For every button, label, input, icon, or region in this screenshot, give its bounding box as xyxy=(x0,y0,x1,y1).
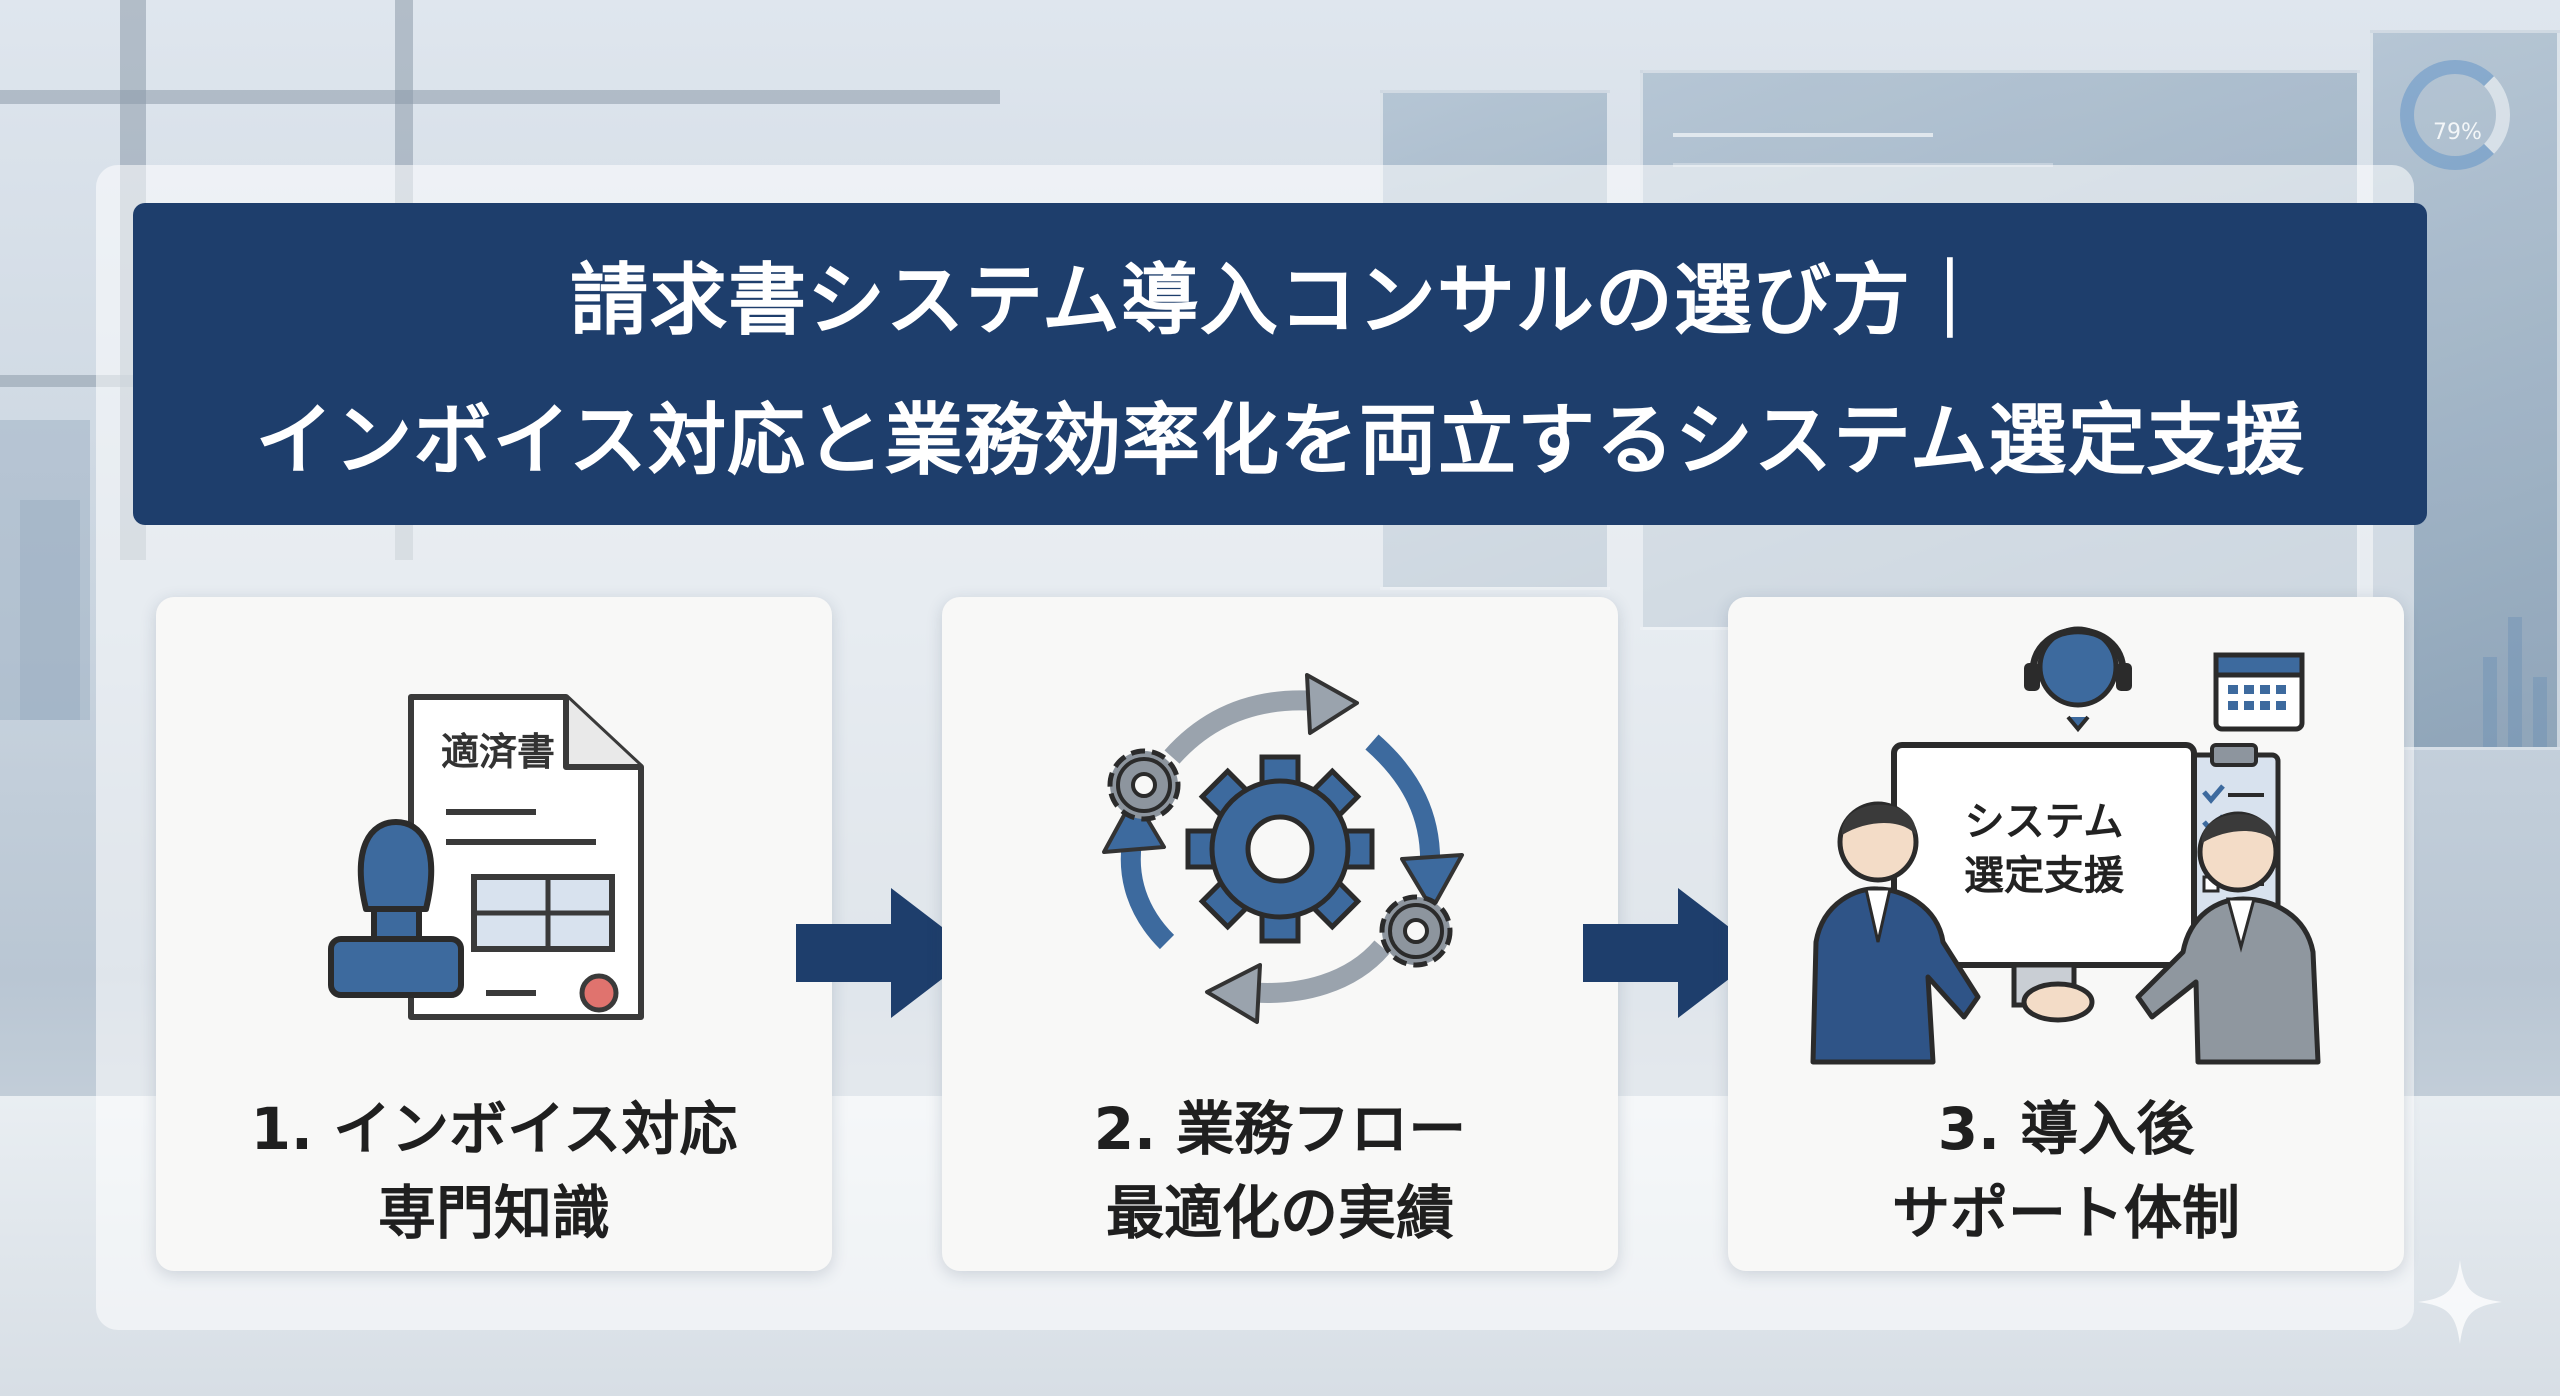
card-workflow-optimization: 2. 業務フロー 最適化の実績 xyxy=(942,597,1618,1271)
calendar-icon xyxy=(2213,652,2305,732)
gauge-value: 79% xyxy=(2433,120,2482,145)
handshake-support-icon: システム 選定支援 xyxy=(1810,626,2321,1065)
sparkle-icon xyxy=(2418,1260,2502,1344)
card-invoice-expertise: 適済書 1. インボイス対応 専門知識 xyxy=(156,597,832,1271)
card-caption-line-2: 専門知識 xyxy=(377,1179,610,1247)
arrow-right-icon xyxy=(1583,888,1763,1018)
page-title-line-1: 請求書システム導入コンサルの選び方｜ xyxy=(570,256,1990,346)
headset-icon xyxy=(2024,626,2132,733)
card-caption-line-2: 最適化の実績 xyxy=(1105,1179,1454,1247)
card-caption: 1. インボイス対応 専門知識 xyxy=(156,1087,832,1255)
card-caption-line-1: 1. インボイス対応 xyxy=(250,1095,738,1163)
client-figure xyxy=(2135,811,2321,1065)
gears-cycle-icon xyxy=(1102,673,1464,1024)
title-banner: 請求書システム導入コンサルの選び方｜ インボイス対応と業務効率化を両立するシステ… xyxy=(133,203,2427,525)
document-label: 適済書 xyxy=(441,730,555,774)
card-caption-line-1: 2. 業務フロー xyxy=(1093,1095,1467,1163)
card-caption: 3. 導入後 サポート体制 xyxy=(1728,1087,2404,1255)
invoice-stamp-icon: 適済書 xyxy=(328,694,644,1020)
screen-label-line-2: 選定支援 xyxy=(1964,853,2125,899)
card-caption-line-1: 3. 導入後 xyxy=(1937,1095,2195,1163)
consultant-figure xyxy=(1810,801,1981,1065)
card-caption-line-2: サポート体制 xyxy=(1891,1179,2240,1247)
screen-label-line-1: システム xyxy=(1965,799,2124,845)
arrow-right-icon xyxy=(796,888,976,1018)
card-caption: 2. 業務フロー 最適化の実績 xyxy=(942,1087,1618,1255)
page-title-line-2: インボイス対応と業務効率化を両立するシステム選定支援 xyxy=(255,396,2305,486)
card-post-implementation-support: システム 選定支援 3. 導入後 サポート体制 xyxy=(1728,597,2404,1271)
